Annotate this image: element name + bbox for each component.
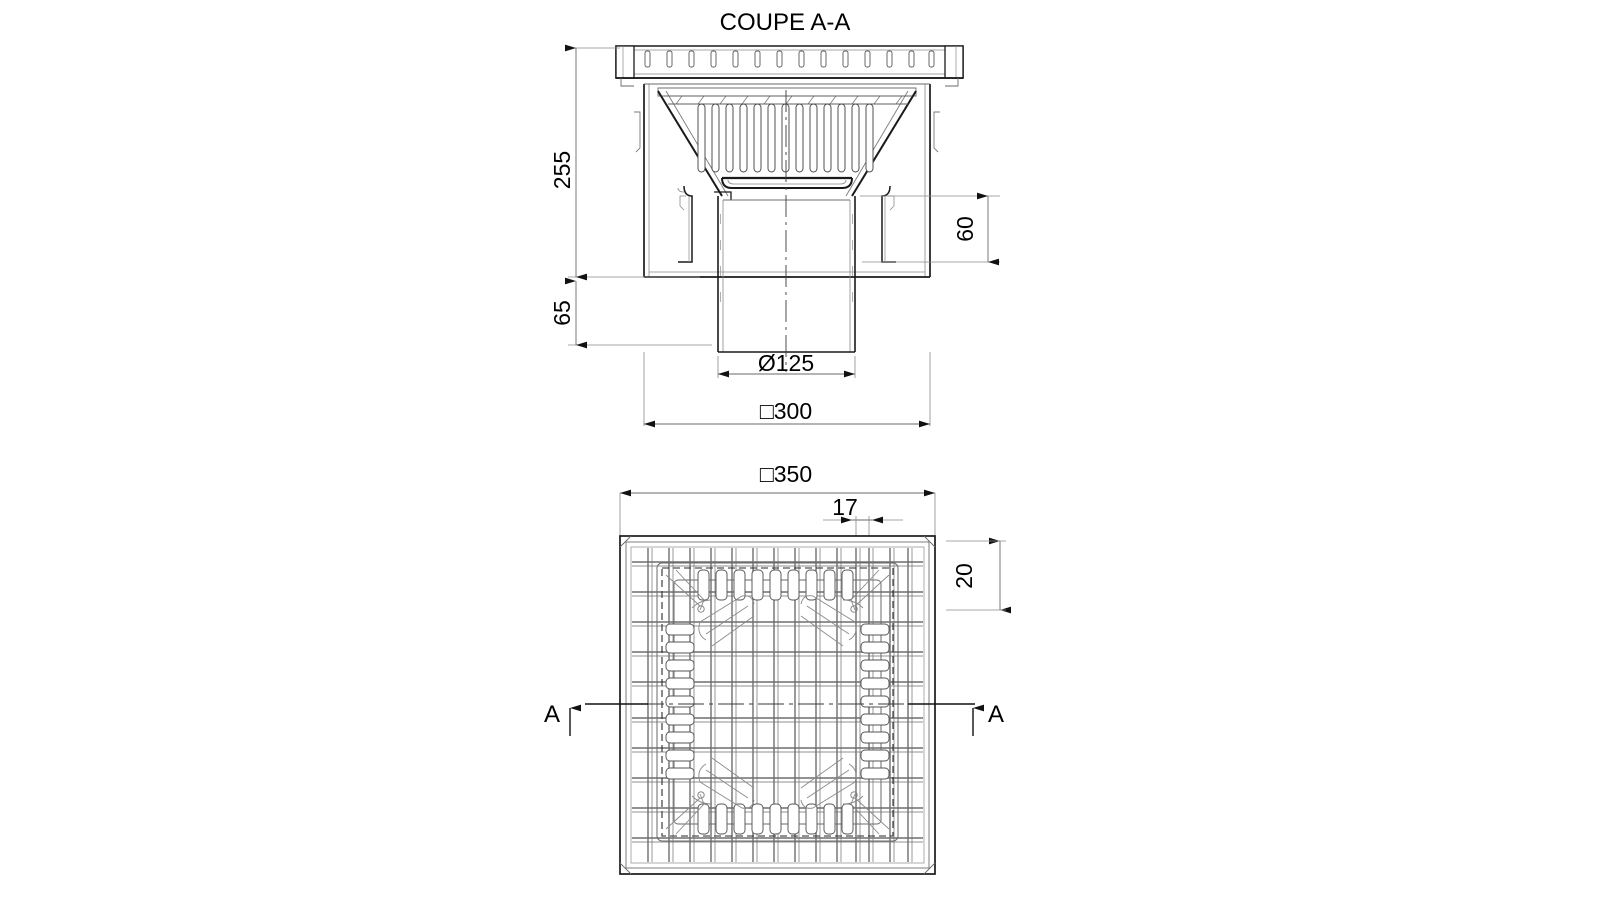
slot-openings-left [665,623,695,780]
dimension-frame-edge: 20 [946,537,1011,614]
corner-rib-details [665,569,890,835]
section-marker-right: A [908,701,1004,736]
section-view-group: 255 65 60 Ø125 □300 [549,44,1000,428]
dimension-value-square-300: □300 [760,398,812,424]
section-label-right: A [988,701,1004,728]
cover-plate [615,45,964,87]
dimension-value-255: 255 [549,151,575,189]
dimension-height-lower: 65 [549,277,587,349]
dimension-value-17: 17 [832,494,858,520]
dimension-outlet-height: 60 [952,192,999,266]
slot-openings-bottom [697,803,854,835]
slot-openings-right [860,623,890,780]
dimension-height-total: 255 [549,44,587,281]
section-label-left: A [544,701,560,728]
dimension-value-square-350: □350 [760,461,812,487]
dimension-value-65: 65 [549,300,575,326]
dimension-outlet-diameter: Ø125 [718,350,855,378]
dimension-value-diameter-125: Ø125 [758,350,814,376]
plan-view-group: □350 17 20 [544,461,1011,875]
dimension-value-20: 20 [951,563,977,589]
dimension-frame-width: □350 [619,461,936,536]
slot-openings-top [697,569,854,601]
section-marker-left: A [544,701,648,736]
strainer-basket [657,87,917,197]
section-title: COUPE A-A [720,9,851,36]
outlet-pipe [714,191,856,353]
dimension-body-width: □300 [644,398,930,428]
corner-circle-details [697,605,858,799]
dimension-value-60: 60 [952,216,978,242]
hidden-basket-outline [661,567,894,837]
